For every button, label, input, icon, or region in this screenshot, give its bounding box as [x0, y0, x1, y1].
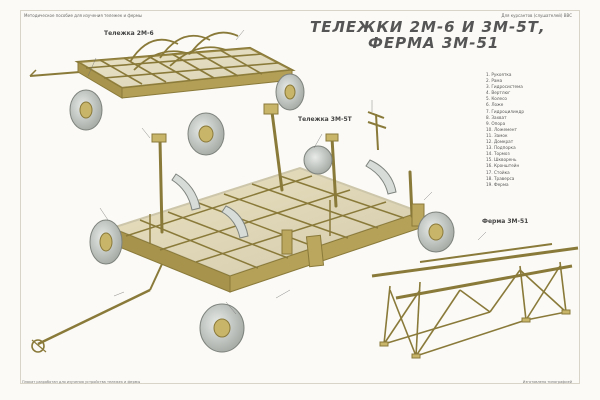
- legend-item: 11. Замок: [486, 132, 508, 138]
- legend-item: 14. Тормоз: [486, 151, 510, 157]
- cart-2m6-drawing: [29, 31, 305, 156]
- cart-3m5t-drawing: [31, 103, 455, 353]
- callout-lines: [87, 29, 487, 315]
- legend-item: 16. Кронштейн: [486, 163, 520, 169]
- legend-item: 19. Ферма: [486, 181, 509, 187]
- legend-item: 7. Гидроцилиндр: [486, 108, 524, 114]
- legend-item: 18. Траверса: [486, 175, 515, 181]
- poster-title-line2: ФЕРМА 3М-51: [368, 34, 500, 52]
- truss-3m51-drawing: [371, 243, 579, 359]
- caption-truss-3m51: Ферма 3М-51: [482, 218, 529, 225]
- legend-item: 15. Шкворень: [486, 157, 517, 163]
- caption-cart-3m5t: Тележка 3М-5Т: [298, 116, 352, 123]
- cart-2m6-wheels: [69, 73, 305, 156]
- legend-item: 4. Вертлюг: [486, 90, 511, 96]
- legend-item: 8. Захват: [486, 114, 507, 120]
- caption-cart-2m6: Тележка 2М-6: [104, 30, 154, 37]
- legend-item: 13. Подпорка: [486, 145, 516, 151]
- poster-title-line1: ТЕЛЕЖКИ 2М-6 И 3М-5Т,: [310, 18, 546, 36]
- legend-item: 3. Гидросистема: [486, 84, 523, 90]
- footer-note-right: Изготовлено типографией: [522, 380, 572, 384]
- cart-3m5t-wheels: [89, 145, 455, 353]
- legend-item: 10. Ложемент: [486, 126, 517, 132]
- legend-item: 12. Домкрат: [486, 139, 514, 145]
- legend-item: 1. Рукоятка: [486, 72, 512, 77]
- legend-item: 6. Ложе: [486, 102, 504, 108]
- footer-note-left: Плакат разработан для изучения устройств…: [22, 380, 141, 384]
- header-note-left: Методическое пособие для изучения тележе…: [24, 13, 143, 18]
- poster-frame: [20, 10, 580, 384]
- legend-item: 5. Колесо: [486, 96, 507, 102]
- legend-item: 17. Стойка: [486, 169, 510, 175]
- legend-item: 2. Рама: [486, 78, 503, 84]
- legend-item: 9. Опора: [486, 120, 506, 126]
- header-note-right: Для курсантов (слушателей) ВВС: [501, 13, 572, 18]
